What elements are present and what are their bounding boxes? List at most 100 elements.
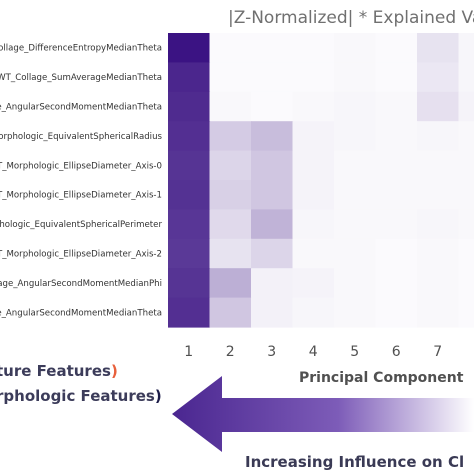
heatmap-cell: [292, 297, 335, 328]
heatmap-cell: [417, 209, 460, 240]
heatmap-cell: [292, 238, 335, 269]
x-tick-label: 3: [267, 344, 276, 360]
heatmap-cell: [168, 150, 211, 181]
heatmap-cell: [417, 91, 460, 122]
arrow-shape: [172, 376, 474, 452]
heatmap-cell: [168, 209, 211, 240]
heatmap-cell: [375, 33, 418, 63]
y-tick-label: Morphologic_EquivalentSphericalRadius: [0, 132, 163, 142]
x-tick-label: 7: [433, 344, 442, 360]
heatmap-cell: [334, 121, 377, 152]
heatmap-cell: [168, 121, 211, 152]
heatmap-cell: [168, 91, 211, 122]
legend-texture-features: ture Features): [0, 362, 118, 380]
heatmap-cell: [417, 33, 460, 63]
heatmap-cell: [375, 209, 418, 240]
heatmap-cell: [417, 121, 460, 152]
y-tick-label: orphologic_EquivalentSphericalPerimeter: [0, 220, 162, 230]
heatmap-cell: [209, 62, 252, 93]
heatmap-cell: [168, 62, 211, 93]
heatmap-cell: [209, 209, 252, 240]
y-tick-label: ollage_AngularSecondMomentMedianPhi: [0, 279, 162, 289]
heatmap-cell: [168, 238, 211, 269]
heatmap-cell: [168, 297, 211, 328]
x-tick-label: 5: [350, 344, 359, 360]
heatmap-cell: [251, 62, 294, 93]
y-tick-label: WT_Morphologic_EllipseDiameter_Axis-1: [0, 191, 162, 201]
heatmap-cell: [209, 268, 252, 299]
heatmap-cell: [375, 297, 418, 328]
heatmap-cell: [458, 121, 474, 152]
heatmap-cell: [251, 91, 294, 122]
heatmap-cell: [251, 180, 294, 210]
y-tick-label: ollage_AngularSecondMomentMedianTheta: [0, 308, 162, 318]
x-tick-label: 1: [184, 344, 193, 360]
heatmap-cell: [209, 91, 252, 122]
heatmap-cell: [334, 150, 377, 181]
heatmap-cell: [334, 297, 377, 328]
heatmap-cell: [334, 33, 377, 63]
y-tick-label: WT_Morphologic_EllipseDiameter_Axis-0: [0, 161, 162, 171]
heatmap-cell: [417, 62, 460, 93]
arrow-label: Increasing Influence on Cl: [245, 453, 465, 471]
heatmap-cell: [292, 91, 335, 122]
heatmap-cell: [209, 180, 252, 210]
heatmap-cell: [209, 238, 252, 269]
texture-bracket: ): [110, 362, 118, 380]
heatmap-cell: [417, 150, 460, 181]
morphologic-bracket: ): [154, 387, 162, 405]
heatmap-cell: [334, 180, 377, 210]
heatmap-cell: [458, 297, 474, 328]
heatmap-cell: [417, 238, 460, 269]
heatmap-cell: [458, 33, 474, 63]
heatmap-cell: [458, 91, 474, 122]
heatmap-cell: [209, 121, 252, 152]
heatmap-cell: [209, 150, 252, 181]
legend-morphologic-label: rphologic Features: [0, 387, 155, 405]
heatmap-cell: [292, 268, 335, 299]
heatmap-cell: [251, 121, 294, 152]
heatmap-cell: [375, 91, 418, 122]
x-tick-label: 4: [309, 344, 318, 360]
x-tick-label: 6: [392, 344, 401, 360]
heatmap-cell: [334, 238, 377, 269]
heatmap-cell: [334, 268, 377, 299]
heatmap-cell: [292, 121, 335, 152]
heatmap-cell: [375, 150, 418, 181]
heatmap-cell: [209, 297, 252, 328]
heatmap-cell: [251, 33, 294, 63]
heatmap-cell: [458, 238, 474, 269]
heatmap-cell: [168, 180, 211, 210]
heatmap-cell: [251, 150, 294, 181]
heatmap-cell: [251, 297, 294, 328]
x-axis-label: Principal Component: [299, 370, 464, 386]
heatmap-cell: [334, 62, 377, 93]
heatmap-cell: [292, 180, 335, 210]
chart-title: |Z-Normalized| * Explained Vari: [228, 8, 474, 28]
heatmap-cell: [375, 238, 418, 269]
heatmap-cell: [334, 91, 377, 122]
legend-morphologic-features: rphologic Features): [0, 387, 162, 405]
heatmap-cell: [292, 62, 335, 93]
heatmap-cell: [458, 209, 474, 240]
heatmap-cell: [458, 62, 474, 93]
heatmap-cell: [375, 121, 418, 152]
heatmap-cell: [458, 180, 474, 210]
heatmap-cell: [251, 238, 294, 269]
heatmap-cell: [458, 150, 474, 181]
legend-texture-label: ture Features: [0, 362, 111, 380]
heatmap-cell: [292, 33, 335, 63]
x-tick-label: 2: [226, 344, 235, 360]
heatmap-cell: [458, 268, 474, 299]
y-tick-label: WT_Collage_SumAverageMedianTheta: [0, 73, 162, 83]
y-tick-label: ge_AngularSecondMomentMedianTheta: [0, 103, 162, 113]
heatmap-cell: [417, 297, 460, 328]
heatmap-cell: [375, 62, 418, 93]
heatmap-cell: [292, 209, 335, 240]
heatmap-cell: [168, 268, 211, 299]
y-tick-label: Collage_DifferenceEntropyMedianTheta: [0, 44, 162, 54]
heatmap-cell: [251, 268, 294, 299]
heatmap-cell: [251, 209, 294, 240]
